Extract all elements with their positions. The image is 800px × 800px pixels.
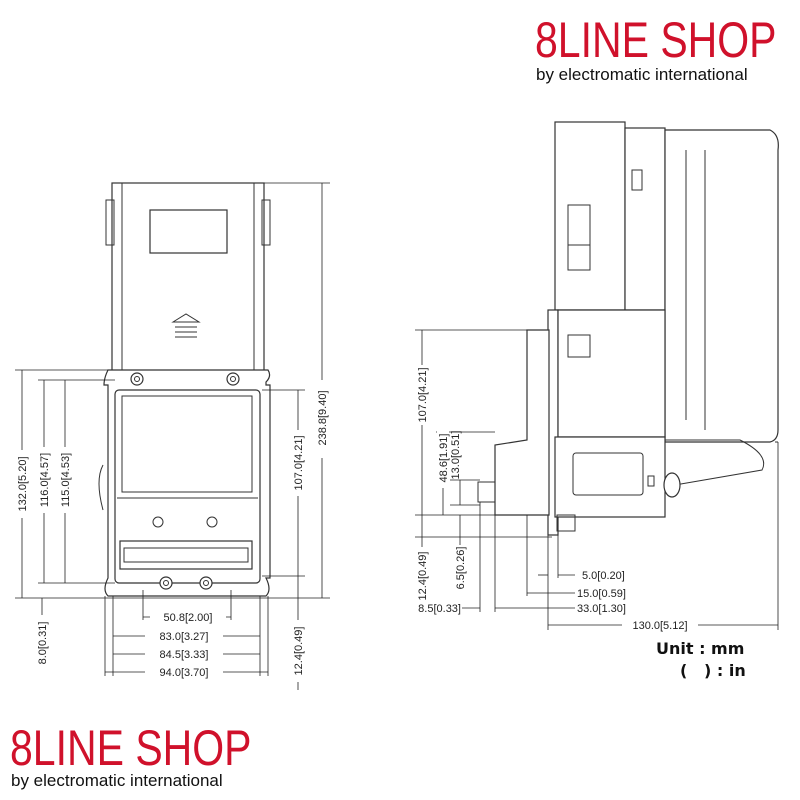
screw-icons [130,372,240,590]
side-view: 107.0[4.21] 48.6[1.91] 13.0[0.51] 12.4[0… [415,121,779,632]
label-window [149,209,228,254]
dim-side-offset-6: 6.5[0.26] [455,547,467,590]
insert-arrow-icon [171,313,201,338]
dim-height-116: 116.0[4.57] [39,453,51,507]
dim-bottom-offset-left: 8.0[0.31] [37,622,49,665]
dim-depth-15: 15.0[0.59] [577,588,626,600]
dim-overall-height: 238.8[9.40] [317,390,329,445]
dim-bottom-offset-right: 12.4[0.49] [293,627,305,676]
dim-depth-130: 130.0[5.12] [632,620,687,632]
dim-depth-5: 5.0[0.20] [582,570,625,582]
dim-width-94: 94.0[3.70] [160,667,209,679]
dim-opening-height: 107.0[4.21] [293,435,305,490]
dim-bezel-height: 132.0[5.20] [17,456,29,511]
dim-slot-spacing: 50.8[2.00] [164,612,213,624]
dim-height-115: 115.0[4.53] [60,453,72,507]
dim-depth-33: 33.0[1.30] [577,603,626,615]
unit-legend: Unit : mm ( ) : in [656,639,746,680]
logo-top: 8LINE SHOP by electromatic international [535,12,777,84]
logo-bottom: 8LINE SHOP by electromatic international [10,720,252,790]
dim-width-83: 83.0[3.27] [160,631,209,643]
dim-side-offset-12: 12.4[0.49] [417,552,429,601]
dim-width-84: 84.5[3.33] [160,649,209,661]
unit-primary: Unit : mm [656,639,744,658]
logo-bottom-name: 8LINE SHOP [10,720,252,776]
dim-side-height-48: 48.6[1.91] [438,434,450,483]
dim-side-height-13: 13.0[0.51] [450,431,462,480]
front-view: 238.8[9.40] 132.0[5.20] 116.0[4.57] 115.… [15,182,330,690]
logo-top-tagline: by electromatic international [536,65,748,84]
side-dimensions [415,329,779,632]
logo-bottom-tagline: by electromatic international [11,771,223,790]
logo-top-name: 8LINE SHOP [535,12,777,68]
dim-side-height: 107.0[4.21] [417,367,429,422]
dim-depth-8: 8.5[0.33] [418,603,461,615]
front-dimensions [15,182,330,690]
unit-secondary: ( ) : in [680,661,746,680]
